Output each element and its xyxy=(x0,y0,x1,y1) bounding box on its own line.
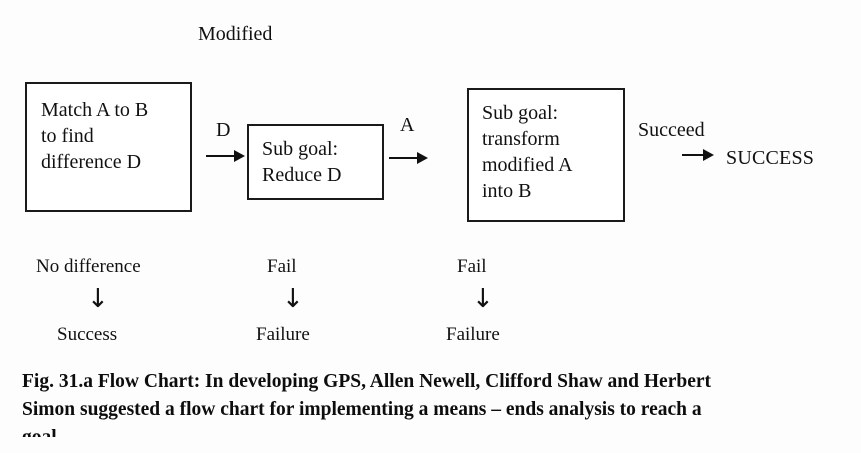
down-arrow-fail-1: ↓ xyxy=(282,284,304,314)
box-match-a-to-b: Match A to B to find difference D xyxy=(25,82,192,212)
branch-outcome-success: Success xyxy=(57,324,118,345)
caption-line-1: Fig. 31.a Flow Chart: In developing GPS,… xyxy=(22,371,711,392)
box-sub-goal-transform-text: Sub goal: transform modified A into B xyxy=(482,102,573,202)
figure-caption: Fig. 31.a Flow Chart: In developing GPS,… xyxy=(22,368,842,437)
caption-line-2: Simon suggested a flow chart for impleme… xyxy=(22,399,702,420)
arrow-match-to-reduce xyxy=(206,150,246,162)
edge-label-d: D xyxy=(216,119,231,141)
edge-label-a: A xyxy=(400,114,415,136)
arrow-reduce-to-transform xyxy=(389,152,429,164)
branch-outcome-failure-2: Failure xyxy=(446,324,500,345)
caption-line-3: goal. xyxy=(22,424,842,437)
branch-condition-no-difference: No difference xyxy=(36,256,141,277)
box-match-a-to-b-text: Match A to B to find difference D xyxy=(41,99,149,173)
box-sub-goal-reduce-d-text: Sub goal: Reduce D xyxy=(262,138,342,186)
box-sub-goal-transform: Sub goal: transform modified A into B xyxy=(467,88,625,222)
branch-outcome-failure-1: Failure xyxy=(256,324,310,345)
modified-label: Modified xyxy=(198,23,273,45)
down-arrow-fail-2: ↓ xyxy=(472,284,494,314)
terminal-success: SUCCESS xyxy=(726,147,815,169)
branch-condition-fail-1: Fail xyxy=(267,256,297,277)
branch-condition-fail-2: Fail xyxy=(457,256,487,277)
arrow-to-success xyxy=(682,149,716,161)
box-sub-goal-reduce-d: Sub goal: Reduce D xyxy=(247,124,384,200)
edge-label-succeed: Succeed xyxy=(638,119,705,141)
down-arrow-no-difference: ↓ xyxy=(87,284,109,314)
